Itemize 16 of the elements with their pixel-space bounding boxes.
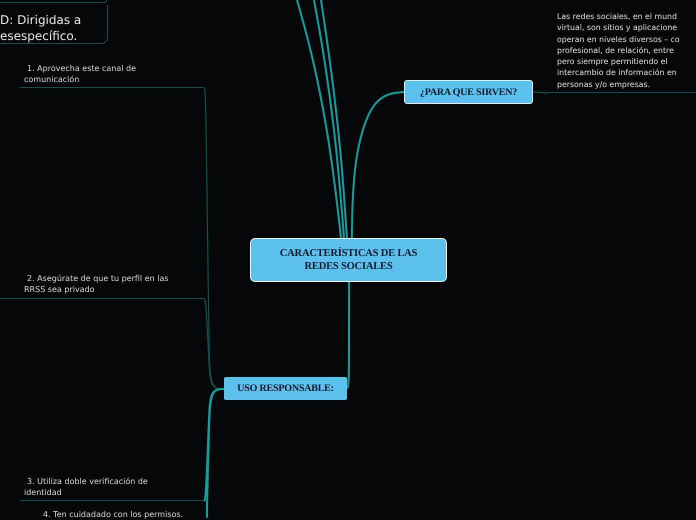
branch-line — [532, 91, 548, 94]
topic-box: D: Dirigidas a esespecífico. — [0, 5, 108, 44]
central-topic-box: CARACTERÍSTICAS DE LAS REDES SOCIALES — [250, 238, 447, 282]
branch-line — [346, 282, 350, 389]
subtopic-text: 4. Ten cuidadado con los permisos. — [36, 509, 207, 520]
branch-line — [206, 388, 224, 518]
topic-box — [0, 0, 107, 3]
topic-box: ¿PARA QUE SIRVEN? — [404, 80, 533, 104]
subtopic-text: 2. Asegúrate de que tu perfil en las RRSS sea privado — [0, 271, 204, 299]
subtopic-text: 3. Utiliza doble verificación de identidad — [20, 474, 204, 501]
branch-line — [320, 0, 348, 238]
subtopic-text: 1. Aprovecha este canal de comunicación — [20, 61, 204, 88]
topic-box: USO RESPONSABLE: — [224, 377, 347, 400]
branch-line — [350, 91, 404, 238]
branch-line — [296, 0, 342, 238]
branch-line — [313, 0, 345, 238]
